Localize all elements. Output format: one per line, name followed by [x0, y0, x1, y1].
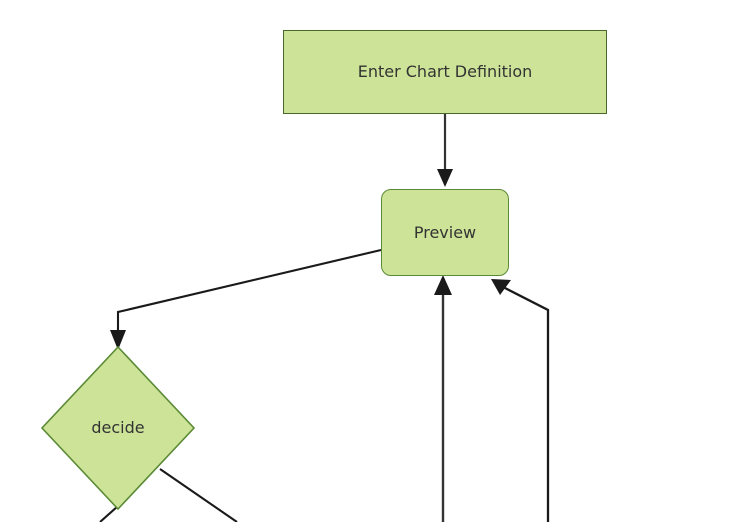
node-enter-chart-definition-label: Enter Chart Definition [357, 62, 533, 81]
node-enter-chart-definition[interactable]: Enter Chart Definition [283, 30, 607, 114]
node-decide-shape[interactable] [40, 345, 196, 511]
edge-bottom-center-to-preview [434, 275, 452, 522]
edge-bottom-right-to-preview [491, 279, 550, 522]
node-preview-label: Preview [413, 222, 477, 242]
node-preview[interactable]: Preview [381, 189, 509, 276]
edge-decide-bottom-right [159, 468, 238, 522]
edge-preview-to-decide [110, 248, 382, 350]
edge-enter-to-preview [437, 114, 453, 187]
node-decide-label-wrap: decide [42, 408, 194, 448]
node-decide-label: decide [91, 418, 145, 437]
edge-decide-bottom-left [99, 505, 119, 522]
